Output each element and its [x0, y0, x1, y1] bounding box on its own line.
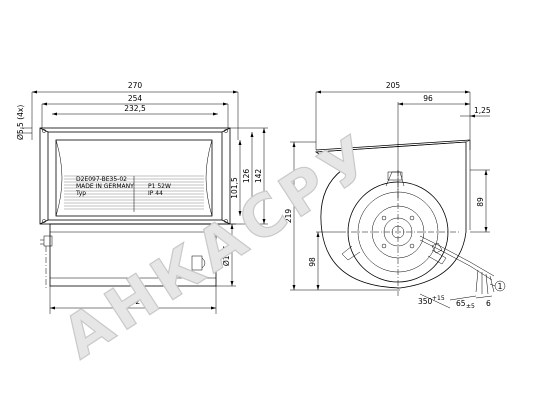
dim-mount-width: 254: [128, 94, 143, 103]
label-row: IP 44: [148, 190, 163, 197]
side-dim-cable-strip-tol: ±5: [466, 303, 475, 310]
label-row: MADE IN GERMANY: [76, 183, 134, 190]
side-dim-cable-end: 6: [486, 299, 491, 308]
dim-diameter: Ø117: [222, 246, 231, 266]
side-dim-cable-strip: 65: [456, 299, 466, 308]
side-dim-cable-length-tol: +15: [432, 295, 445, 302]
side-dim-height: 219: [284, 209, 293, 224]
dim-hole: Ø5,5 (4x): [16, 105, 25, 140]
side-dim-cable-length: 350: [418, 297, 433, 306]
rating-label: D2E097-BE35-02 MADE IN GERMANY Typ P1 52…: [75, 176, 171, 197]
dim-inner-width: 232,5: [124, 104, 146, 113]
side-dim-width: 205: [386, 81, 401, 90]
callout-number: 1: [498, 282, 503, 291]
label-row: Typ: [75, 190, 86, 197]
side-dim-center-height: 98: [308, 257, 317, 267]
label-row: P1 52W: [148, 183, 171, 190]
side-dim-outlet: 89: [476, 197, 485, 207]
impeller-blades: [64, 175, 204, 212]
side-dim-flange: 1,25: [474, 106, 491, 115]
label-row: D2E097-BE35-02: [76, 176, 127, 183]
dim-overall-width: 270: [128, 81, 143, 90]
side-view: 205 96 1,25 219 89: [284, 81, 506, 310]
dim-bottom-width: 232: [126, 297, 141, 306]
dim-outlet-inner-height: 101,5: [230, 177, 239, 199]
watermark-text: АНКАСРУ: [51, 120, 388, 372]
side-dim-offset: 96: [423, 94, 433, 103]
cable: [419, 235, 495, 295]
dim-outlet-height: 142: [254, 169, 263, 184]
front-view: 270 254 232,5 Ø5,5 (4x): [16, 81, 268, 314]
dim-outlet-mid-height: 126: [242, 169, 251, 184]
